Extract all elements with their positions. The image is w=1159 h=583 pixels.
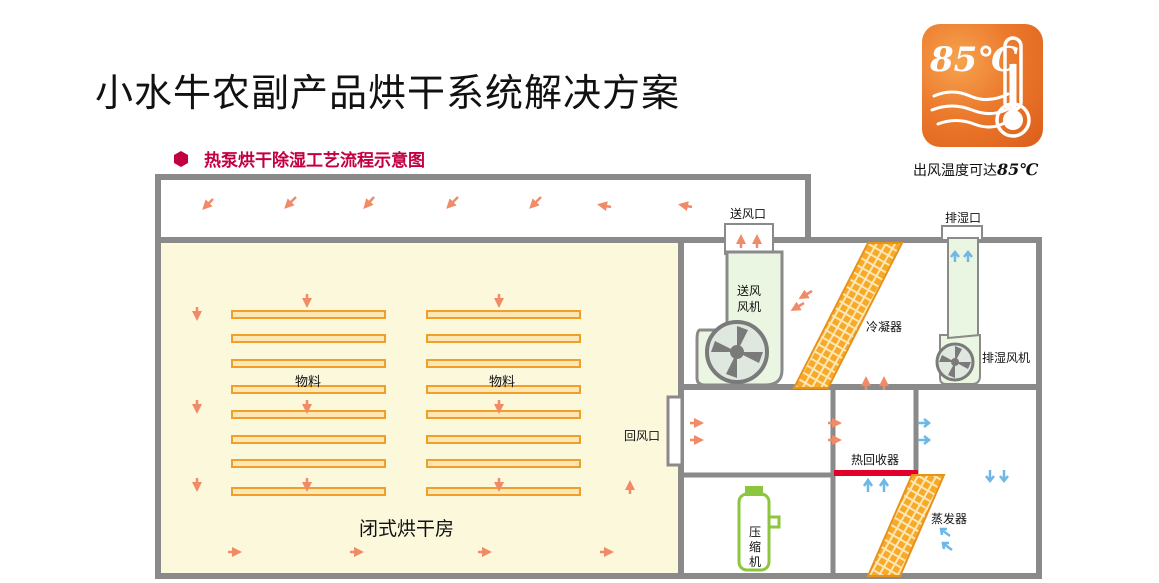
heat-recovery-label: 热回收器 [851,453,900,467]
condenser-label: 冷凝器 [866,320,903,334]
material-right-label: 物料 [489,375,516,390]
exhaust-outlet-label: 排湿口 [945,211,982,225]
diagram-subtitle: 热泵烘干除湿工艺流程示意图 [204,151,425,171]
temperature-caption-value: 85℃ [997,160,1039,179]
temperature-caption: 出风温度可达85℃ [913,160,1038,180]
cold-airflow-arrows [862,249,1009,551]
supply-fan [695,223,784,387]
drying-room-label: 闭式烘干房 [359,518,455,540]
temperature-badge: 85℃ [922,24,1043,147]
thermometer-icon [930,36,1031,138]
hexagon-bullet-icon [174,150,188,167]
compressor [737,486,781,572]
exhaust-fan-label: 排湿风机 [982,351,1031,365]
supply-outlet-label: 送风口 [730,207,767,221]
compressor-label: 压 缩 机 [748,525,761,569]
temperature-caption-text: 出风温度可达 [913,163,997,179]
exhaust-fan [935,225,983,385]
hot-airflow-arrows [192,196,889,557]
evaporator-coil [866,474,946,577]
return-inlet-label: 回风口 [624,429,661,443]
top-air-duct [155,174,811,243]
return-air-inlet [666,395,684,467]
supply-fan-label: 送风 风机 [737,284,762,314]
condenser-coil [792,242,904,389]
evaporator-label: 蒸发器 [931,512,968,526]
drying-room [155,237,684,579]
page-title: 小水牛农副产品烘干系统解决方案 [95,71,681,115]
material-left-label: 物料 [295,375,322,390]
heat-recovery-bar [834,470,918,476]
subtitle-row: 热泵烘干除湿工艺流程示意图 [172,146,425,171]
